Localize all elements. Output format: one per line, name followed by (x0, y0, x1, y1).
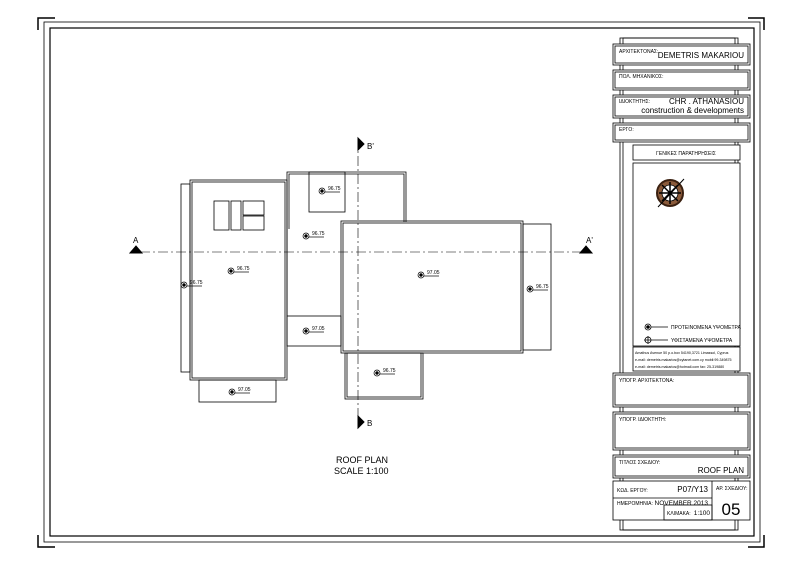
svg-text:97.05: 97.05 (238, 387, 251, 393)
owner-value-2: construction & developments (641, 106, 744, 115)
notes-label: ΓΕΝΙΚΕΣ ΠΑΡΑΤΗΡΗΣΕΙΣ (656, 151, 716, 157)
project-code-value: P07/Y13 (677, 485, 708, 494)
address-line-2: e-mail: demetris.makarios@cytanet.com.cy… (635, 358, 732, 362)
sheet-frame (37, 17, 765, 548)
section-line-b: B' B (357, 136, 374, 430)
section-b-prime-label: B' (367, 142, 374, 151)
sheet-no-value: 05 (722, 500, 741, 519)
legend-proposed-icon (644, 323, 668, 331)
roof-outline (180, 171, 552, 403)
address-line-1: Amathus Avenue 50 p.o.box 54190,3721 Lim… (635, 351, 729, 355)
level-marker: 96.75 (373, 368, 396, 377)
level-marker: 96.75 (227, 266, 250, 275)
date-value: NOVEMBER 2013 (655, 500, 709, 507)
level-marker: 96.75 (318, 186, 341, 195)
drawing-title-value: ROOF PLAN (698, 466, 744, 475)
project-code-label: ΚΩΔ. ΕΡΓΟΥ: (617, 488, 648, 494)
legend-existing-icon (644, 336, 668, 344)
legend-proposed-label: ΠΡΟΤΕΙΝΟΜΕΝΑ ΥΨΟΜΕΤΡΑ (671, 325, 742, 331)
level-marker: 97.05 (228, 387, 251, 396)
svg-text:96.75: 96.75 (383, 368, 396, 374)
svg-text:96.75: 96.75 (237, 266, 250, 272)
sig-architect-label: ΥΠΟΓΡ. ΑΡΧΙΤΕΚΤΟΝΑ: (619, 378, 674, 384)
drawing-title: ROOF PLAN (336, 455, 388, 465)
project-label: ΕΡΓΟ: (619, 127, 634, 133)
drawing-title-label: ΤΙΤΛΟΣ ΣΧΕΔΙΟΥ: (619, 460, 660, 466)
level-marker: 97.05 (302, 326, 325, 335)
svg-text:97.05: 97.05 (312, 326, 325, 332)
level-marker: 96.75 (526, 284, 549, 293)
scale-value: 1:100 (694, 510, 711, 517)
sig-owner-label: ΥΠΟΓΡ. ΙΔΙΟΚΤΗΤΗ: (619, 417, 666, 423)
address-line-3: e-mail: demetris.makarios@hotmail.com fa… (635, 365, 724, 369)
level-marker: 96.75 (302, 231, 325, 240)
drawing-scale: SCALE 1:100 (334, 466, 389, 476)
level-marker: 97.05 (417, 270, 440, 279)
section-b-label: B (367, 419, 372, 428)
svg-text:96.75: 96.75 (328, 186, 341, 192)
engineer-label: ΠΟΛ. ΜΗΧΑΝΙΚΟΣ: (619, 74, 664, 80)
north-arrow-icon (656, 178, 685, 208)
title-block (612, 37, 751, 531)
section-line-a: A A' (128, 236, 593, 254)
architect-label: ΑΡΧΙΤΕΚΤΟΝΑΣ: (619, 49, 658, 55)
svg-text:96.75: 96.75 (536, 284, 549, 290)
architect-value: DEMETRIS MAKARIOU (658, 51, 744, 60)
legend-existing-label: ΥΦΙΣΤΑΜΕΝΑ ΥΨΟΜΕΤΡΑ (671, 338, 733, 344)
owner-value-1: CHR . ATHANASIOU (669, 97, 744, 106)
section-a-label: A (133, 236, 139, 245)
level-markers: 96.75 96.75 96.75 96.75 97.05 96.75 97.0… (180, 186, 549, 396)
owner-label: ΙΔΙΟΚΤΗΤΗΣ: (619, 99, 650, 105)
level-marker: 96.75 (180, 280, 203, 289)
svg-text:96.75: 96.75 (312, 231, 325, 237)
section-a-prime-label: A' (586, 236, 593, 245)
scale-label: ΚΛΙΜΑΚΑ: (667, 511, 691, 517)
sheet-no-label: ΑΡ. ΣΧΕΔΙΟΥ: (716, 486, 747, 492)
svg-text:96.75: 96.75 (190, 280, 203, 286)
svg-text:97.05: 97.05 (427, 270, 440, 276)
date-label: ΗΜΕΡΟΜΗΝΙΑ: (617, 501, 653, 507)
